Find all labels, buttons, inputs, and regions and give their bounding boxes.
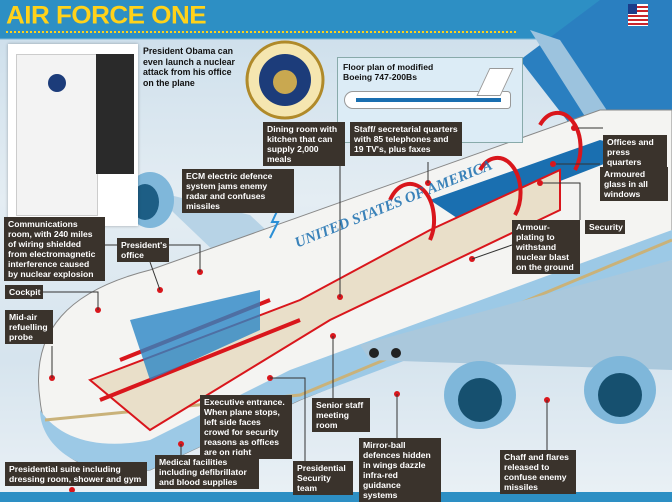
label-presidents-office: President's office <box>117 238 169 262</box>
label-armour-plating: Armour-plating to withstand nuclear blas… <box>512 220 580 274</box>
window-stripe <box>430 140 640 220</box>
right-engine-inner-intake <box>458 378 502 422</box>
obama-photo <box>8 44 138 226</box>
obama-caption: President Obama can even launch a nuclea… <box>143 46 235 88</box>
label-communications: Communications room, with 240 miles of w… <box>4 217 105 281</box>
label-offices: Offices and press quarters <box>603 135 667 169</box>
mirror-ball-pods <box>369 348 401 358</box>
fuselage-belly <box>40 230 672 472</box>
right-wing <box>360 260 672 370</box>
label-dining: Dining room with kitchen that can supply… <box>263 122 345 166</box>
right-engine-outer-intake <box>598 373 642 417</box>
title-divider <box>6 31 516 33</box>
label-ecm: ECM electric defence system jams enemy r… <box>182 169 294 213</box>
label-staff-quarters: Staff/ secretarial quarters with 85 tele… <box>350 122 462 156</box>
label-cockpit: Cockpit <box>5 285 43 299</box>
floor-plan-stripe <box>356 98 501 102</box>
floor-plan-caption: Floor plan of modified Boeing 747-200Bs <box>343 62 434 82</box>
floor-plan: Floor plan of modified Boeing 747-200Bs <box>337 57 523 143</box>
lightning-icon <box>269 204 281 239</box>
left-engine-intake <box>131 184 159 220</box>
label-medical: Medical facilities including defibrillat… <box>155 455 259 489</box>
page-title: AIR FORCE ONE <box>6 0 207 30</box>
callout-leader-lines <box>43 127 603 461</box>
us-flag-icon <box>628 4 648 26</box>
label-chaff: Chaff and flares released to confuse ene… <box>500 450 576 494</box>
label-senior-staff: Senior staff meeting room <box>312 398 370 432</box>
label-presidential-security: Presidential Security team <box>293 461 353 495</box>
label-executive-entrance: Executive entrance. When plane stops, le… <box>200 395 292 459</box>
presidential-seal <box>245 40 325 120</box>
cutaway-interior <box>88 110 583 432</box>
label-refuelling-probe: Mid-air refuelling probe <box>5 310 53 344</box>
label-mirror-ball: Mirror-ball defences hidden in wings daz… <box>359 438 441 502</box>
label-presidential-suite: Presidential suite including dressing ro… <box>5 462 147 486</box>
label-security: Security <box>585 220 625 234</box>
door-seal-icon <box>48 74 66 92</box>
president-figure <box>96 54 134 174</box>
label-armoured-glass: Armoured glass in all windows <box>600 167 668 201</box>
